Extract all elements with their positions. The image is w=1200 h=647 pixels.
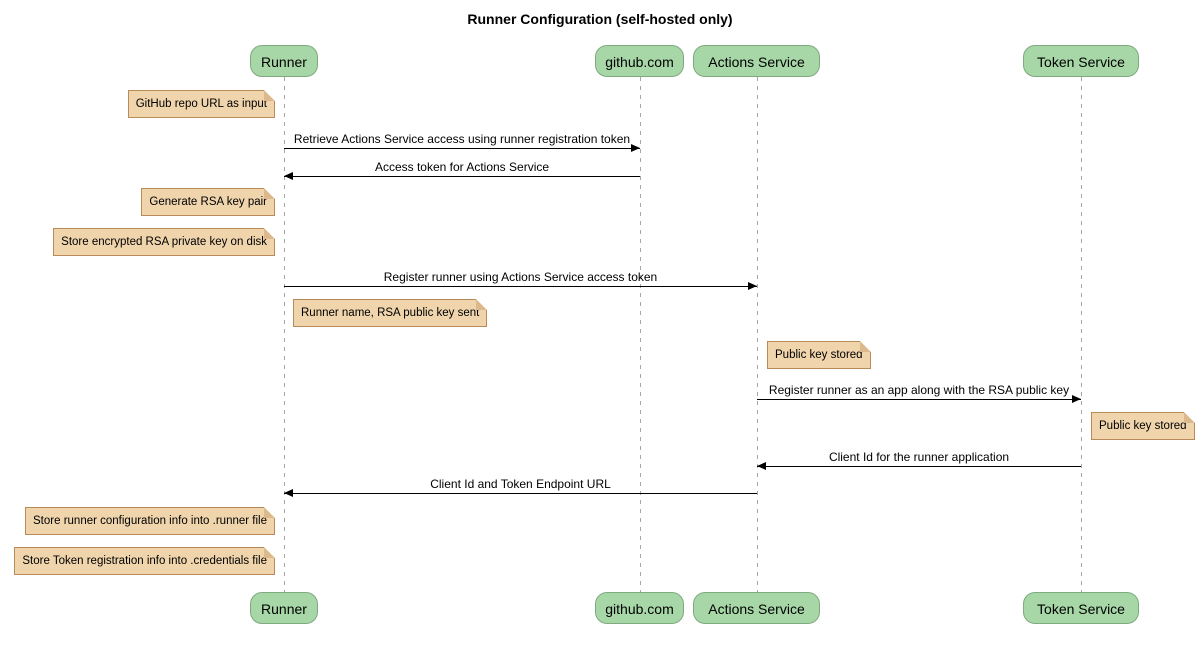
note-store-token-registration: Store Token registration info into .cred… bbox=[14, 547, 275, 575]
arrowhead-left-icon bbox=[757, 462, 766, 470]
arrowhead-left-icon bbox=[284, 172, 293, 180]
note-text: Generate RSA key pair bbox=[149, 196, 267, 208]
participant-actions-service-top: Actions Service bbox=[693, 45, 820, 77]
message-line bbox=[757, 466, 1081, 467]
note-text: GitHub repo URL as input bbox=[135, 98, 267, 110]
arrowhead-right-icon bbox=[748, 282, 757, 290]
message-line bbox=[284, 148, 640, 149]
participant-github-bottom: github.com bbox=[595, 592, 684, 624]
message-label: Register runner using Actions Service ac… bbox=[383, 270, 658, 284]
message-label: Retrieve Actions Service access using ru… bbox=[293, 132, 631, 146]
participant-actions-service-bottom: Actions Service bbox=[693, 592, 820, 624]
lifeline-runner bbox=[284, 77, 285, 592]
note-text: Runner name, RSA public key sent bbox=[301, 307, 480, 319]
note-text: Store encrypted RSA private key on disk bbox=[61, 236, 267, 248]
lifeline-actions-service bbox=[757, 77, 758, 592]
arrowhead-right-icon bbox=[631, 144, 640, 152]
arrowhead-right-icon bbox=[1072, 395, 1081, 403]
participant-runner-top: Runner bbox=[250, 45, 318, 77]
note-public-key-stored-token: Public key stored bbox=[1091, 412, 1195, 440]
note-public-key-stored-actions: Public key stored bbox=[767, 341, 871, 369]
note-text: Public key stored bbox=[775, 349, 863, 361]
participant-token-service-bottom: Token Service bbox=[1023, 592, 1139, 624]
lifeline-token-service bbox=[1081, 77, 1082, 592]
note-text: Store runner configuration info into .ru… bbox=[33, 515, 267, 527]
note-text: Store Token registration info into .cred… bbox=[22, 555, 267, 567]
diagram-title: Runner Configuration (self-hosted only) bbox=[467, 11, 733, 27]
arrowhead-left-icon bbox=[284, 489, 293, 497]
note-github-repo-url: GitHub repo URL as input bbox=[127, 90, 276, 118]
lifeline-github bbox=[640, 77, 641, 592]
message-label: Access token for Actions Service bbox=[374, 160, 550, 174]
note-runner-name-sent: Runner name, RSA public key sent bbox=[293, 299, 488, 327]
participant-github-top: github.com bbox=[595, 45, 684, 77]
message-label: Register runner as an app along with the… bbox=[768, 383, 1070, 397]
participant-token-service-top: Token Service bbox=[1023, 45, 1139, 77]
message-line bbox=[757, 399, 1081, 400]
note-generate-rsa-key-pair: Generate RSA key pair bbox=[141, 188, 275, 216]
note-store-encrypted-rsa-key: Store encrypted RSA private key on disk bbox=[53, 228, 275, 256]
participant-runner-bottom: Runner bbox=[250, 592, 318, 624]
message-label: Client Id and Token Endpoint URL bbox=[430, 477, 611, 491]
note-store-runner-config: Store runner configuration info into .ru… bbox=[25, 507, 275, 535]
message-line bbox=[284, 286, 757, 287]
message-label: Client Id for the runner application bbox=[828, 450, 1010, 464]
note-text: Public key stored bbox=[1099, 420, 1187, 432]
message-line bbox=[284, 493, 757, 494]
message-line bbox=[284, 176, 640, 177]
